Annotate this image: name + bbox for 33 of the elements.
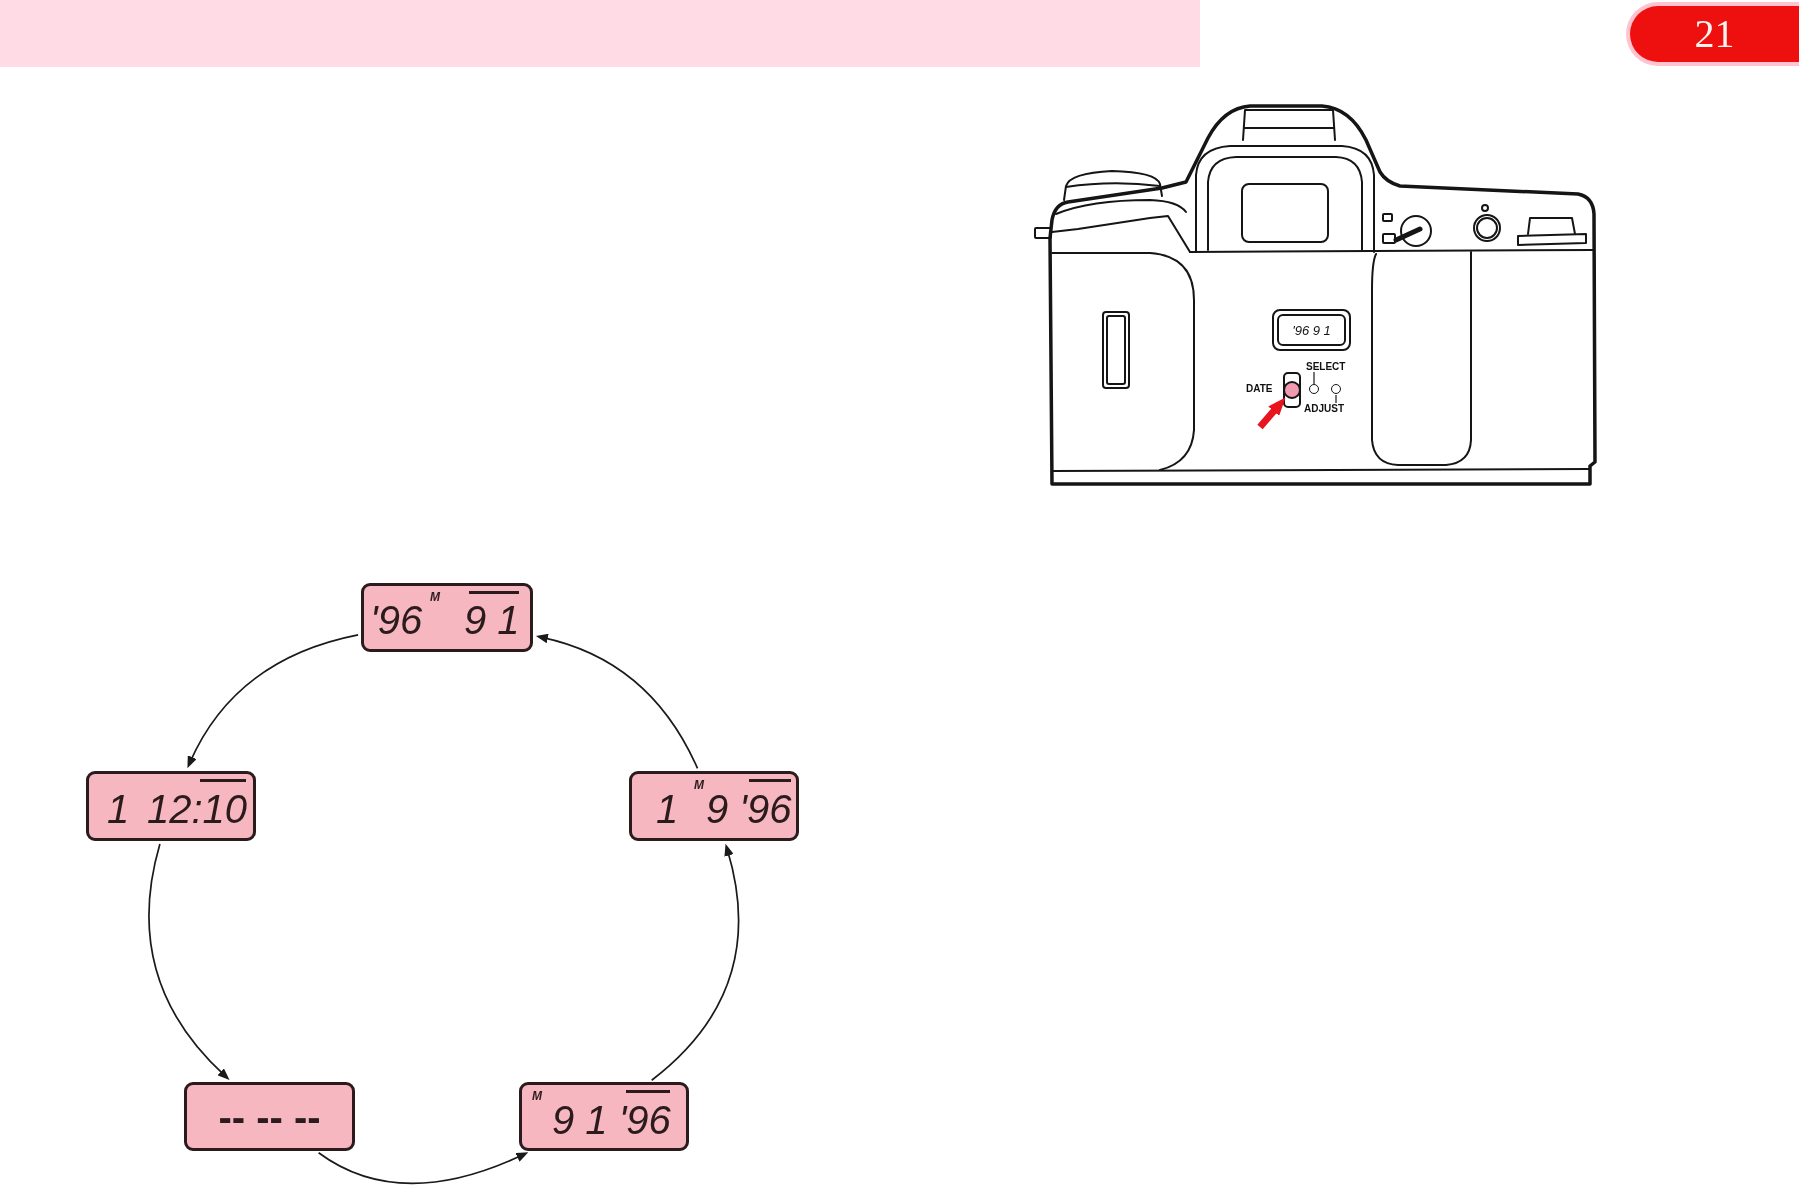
adjust-button — [1331, 384, 1341, 394]
page-number-tab: 21 — [1626, 2, 1799, 66]
lcd-window — [1277, 314, 1346, 346]
leader-line — [1313, 371, 1315, 385]
cycle-arrow — [187, 634, 359, 769]
lcd-display — [361, 583, 533, 652]
pointer-arrow — [1257, 397, 1286, 430]
lcd-digits: 9 1 — [464, 600, 520, 640]
lcd-digits: 12:10 — [147, 789, 248, 829]
cycle-arrow — [650, 843, 740, 1082]
lcd-dashes: -- -- -- — [217, 1097, 322, 1137]
button-label: DATE — [1246, 384, 1273, 394]
lcd-display — [629, 771, 799, 841]
lcd-digits: 1 — [107, 789, 130, 829]
lcd-digits: '96 — [370, 600, 423, 640]
lcd-digits: '96 9 1 — [1292, 323, 1331, 337]
button-label: SELECT — [1306, 362, 1346, 372]
lcd-digits: 9 '96 — [706, 789, 792, 829]
lcd-indicator: M — [430, 591, 440, 603]
date-button — [1283, 381, 1301, 399]
lcd-digits: 1 — [656, 789, 679, 829]
lcd-display — [519, 1082, 689, 1151]
lcd-display — [86, 771, 256, 841]
cycle-arrow — [317, 1151, 529, 1185]
cycle-arrow — [148, 843, 230, 1081]
lcd-indicator: M — [532, 1090, 542, 1102]
leader-line — [1335, 394, 1337, 404]
select-button — [1309, 384, 1319, 394]
button-label: ADJUST — [1304, 404, 1344, 414]
lcd-indicator: M — [694, 779, 704, 791]
lcd-display — [184, 1082, 355, 1151]
lcd-digits: 9 1 '96 — [552, 1100, 671, 1140]
cycle-arrow — [536, 634, 699, 770]
